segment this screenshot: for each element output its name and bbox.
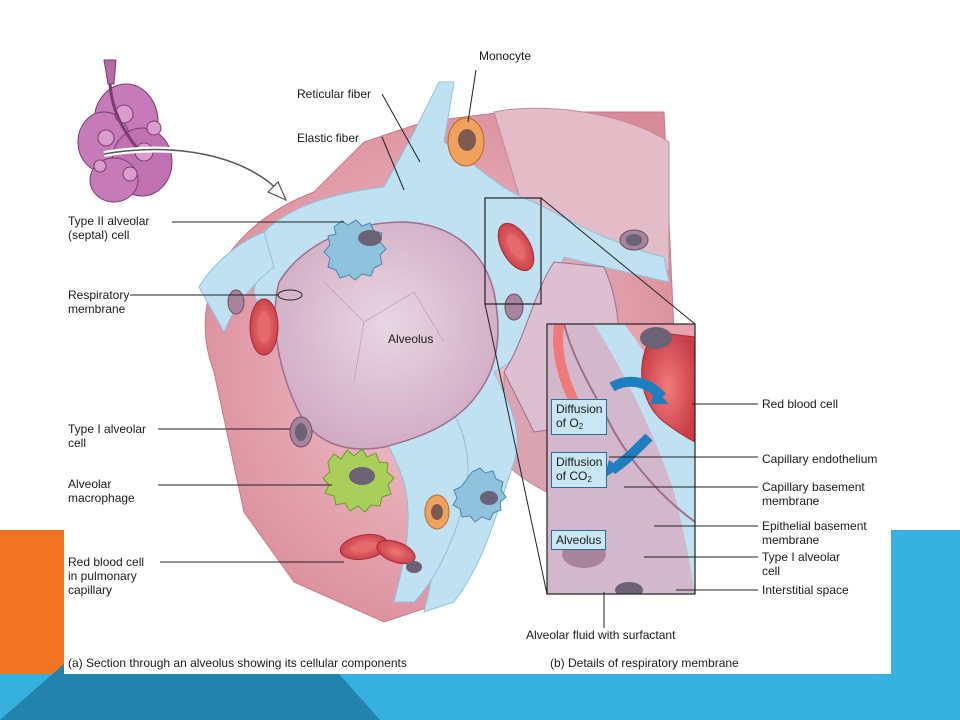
diffusion-co2-text: Diffusion of CO <box>556 455 603 483</box>
blue-band <box>891 530 960 720</box>
dark-blue-triangle <box>0 664 380 720</box>
label-elastic-fiber: Elastic fiber <box>297 131 360 145</box>
label-inset-type1-cell: Type I alveolar cell <box>762 550 841 578</box>
diffusion-co2-box: Diffusion of CO2 <box>551 452 608 488</box>
leader-lines <box>130 69 758 628</box>
diffusion-o2-text: Diffusion of O <box>556 402 603 430</box>
red-blood-cells <box>249 222 535 565</box>
monocyte <box>424 117 485 530</box>
type2-alveolar-cell <box>323 219 507 523</box>
label-reticular-fiber: Reticular fiber <box>297 87 372 101</box>
inset-alveolus-box: Alveolus <box>551 530 607 550</box>
label-capillary-basement-membrane: Capillary basement membrane <box>762 480 865 508</box>
orange-corner-block <box>0 530 64 720</box>
label-alveolar-macrophage: Alveolar macrophage <box>68 477 135 505</box>
figure-panel: Monocyte Reticular fiber Elastic fiber T… <box>64 42 891 674</box>
label-type2-alveolar-cell: Type II alveolar (septal) cell <box>68 214 150 242</box>
caption-a: (a) Section through an alveolus showing … <box>68 656 407 670</box>
alveolus-chamber <box>274 221 499 450</box>
alveolar-macrophage <box>322 448 395 513</box>
alveolus-illustration <box>77 59 758 628</box>
lung-lobule-illustration <box>77 59 173 203</box>
label-respiratory-membrane: Respiratory membrane <box>68 288 130 316</box>
label-red-blood-cell: Red blood cell <box>762 397 839 411</box>
label-red-blood-cell-capillary: Red blood cell in pulmonary capillary <box>68 555 145 597</box>
label-capillary-endothelium: Capillary endothelium <box>762 452 878 466</box>
diffusion-o2-box: Diffusion of O2 <box>551 399 608 435</box>
co2-subscript: 2 <box>587 475 592 484</box>
label-alveolar-fluid: Alveolar fluid with surfactant <box>526 628 676 642</box>
caption-b: (b) Details of respiratory membrane <box>550 656 739 670</box>
label-interstitial-space: Interstitial space <box>762 583 849 597</box>
label-type1-alveolar-cell: Type I alveolar cell <box>68 422 147 450</box>
label-monocyte: Monocyte <box>479 49 532 63</box>
label-epithelial-basement-membrane: Epithelial basement membrane <box>762 519 867 547</box>
o2-subscript: 2 <box>578 422 584 431</box>
type1-alveolar-cell <box>227 229 649 573</box>
label-alveolus: Alveolus <box>388 332 434 346</box>
zoom-region-box <box>484 197 542 305</box>
